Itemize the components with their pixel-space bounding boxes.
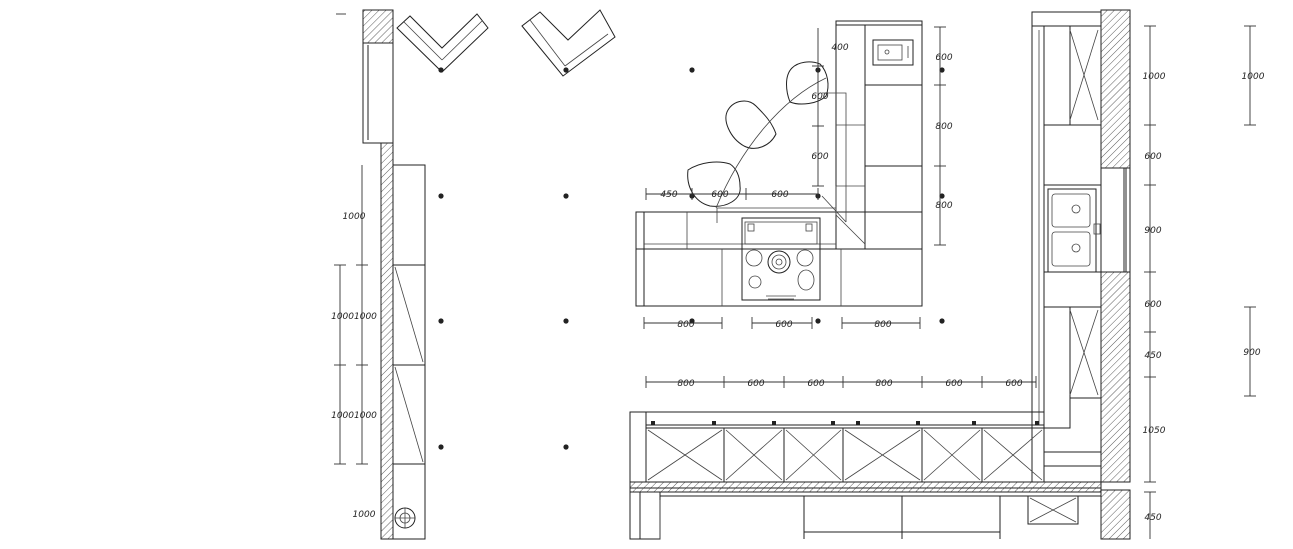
counter-row-dimensions: 800 600 600 800 600 600 — [645, 376, 1037, 389]
armchair-left — [396, 13, 489, 73]
dim-counter-1: 800 — [677, 379, 694, 389]
bar-stools — [687, 61, 829, 209]
dim-island-right-3: 800 — [935, 201, 952, 211]
kitchen-island — [635, 20, 923, 307]
dim-right-7: 450 — [1144, 513, 1161, 523]
left-wall-cabinets — [392, 164, 426, 540]
dim-island-bottom-3: 800 — [874, 320, 891, 330]
dim-island-row-3: 600 — [771, 190, 788, 200]
dim-far-right-1: 1000 — [1242, 72, 1265, 82]
dim-far-right-2: 900 — [1243, 348, 1260, 358]
dim-left-3: 10001000 — [331, 411, 377, 421]
dim-left-4: 1000 — [353, 510, 376, 520]
cooktop-icon — [741, 217, 821, 301]
column-markers — [438, 67, 945, 450]
dim-island-bottom-2: 600 — [775, 320, 792, 330]
left-wall — [362, 9, 394, 540]
dim-island-bottom-1: 800 — [677, 320, 694, 330]
dim-right-1: 1000 — [1143, 72, 1166, 82]
right-dimensions: 1000 600 900 600 450 1050 450 1000 900 — [1143, 25, 1265, 539]
dim-left-2: 10001000 — [331, 312, 377, 322]
armchair-right — [521, 9, 616, 77]
dim-island-right-2: 800 — [935, 122, 952, 132]
dim-island-top-3: 600 — [811, 152, 828, 162]
dim-right-5: 450 — [1144, 351, 1161, 361]
small-sink-icon — [872, 39, 914, 66]
left-dimension-chain: 1000 10001000 10001000 1000 — [331, 13, 377, 520]
island-dimensions: 600 800 800 400 600 600 450 600 600 800 … — [643, 26, 953, 330]
dim-island-row-1: 450 — [660, 190, 677, 200]
dim-counter-6: 600 — [1005, 379, 1022, 389]
double-sink-icon — [1047, 188, 1097, 273]
right-wall — [1100, 9, 1131, 540]
dim-right-2: 600 — [1144, 152, 1161, 162]
dim-counter-3: 600 — [807, 379, 824, 389]
dim-counter-4: 800 — [875, 379, 892, 389]
bottom-counter-run — [629, 411, 1045, 483]
dim-counter-5: 600 — [945, 379, 962, 389]
dim-island-top-2: 600 — [811, 92, 828, 102]
dim-right-6: 1050 — [1143, 426, 1166, 436]
dim-left-1: 1000 — [343, 212, 366, 222]
dim-right-4: 600 — [1144, 300, 1161, 310]
dim-counter-2: 600 — [747, 379, 764, 389]
dim-island-row-2: 600 — [711, 190, 728, 200]
dim-right-3: 900 — [1144, 226, 1161, 236]
dim-island-top-1: 400 — [831, 43, 848, 53]
bottom-wall — [629, 481, 1102, 540]
dim-island-right-1: 600 — [935, 53, 952, 63]
